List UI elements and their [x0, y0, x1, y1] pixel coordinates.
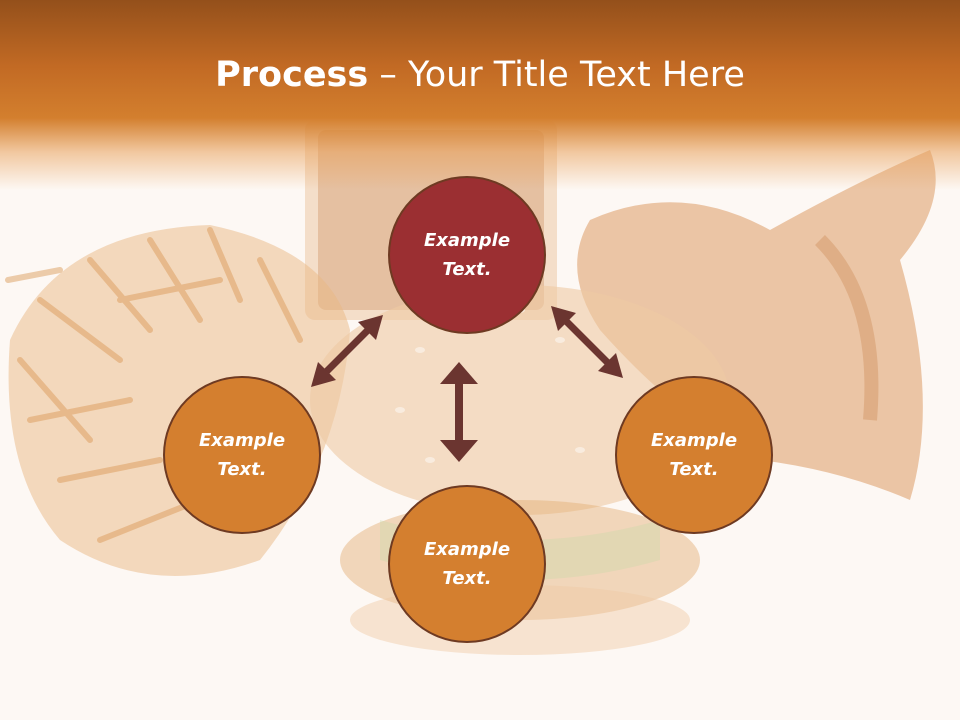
arrow-top-to-left [311, 315, 383, 387]
arrow-top-to-right [551, 306, 623, 378]
slide-title: Process – Your Title Text Here [0, 52, 960, 98]
node-label-bottom: Example Text. [423, 539, 511, 589]
node-label-left: Example Text. [198, 430, 286, 480]
process-node-top [388, 176, 546, 334]
title-bold: Process [215, 55, 369, 95]
process-node-left [163, 376, 321, 534]
node-label-right: Example Text. [650, 430, 738, 480]
title-rest: – Your Title Text Here [368, 55, 745, 95]
process-node-bottom [388, 485, 546, 643]
process-node-right [615, 376, 773, 534]
node-label-top: Example Text. [423, 230, 511, 280]
title-bar [0, 0, 960, 190]
arrow-vertical-center [440, 362, 478, 462]
